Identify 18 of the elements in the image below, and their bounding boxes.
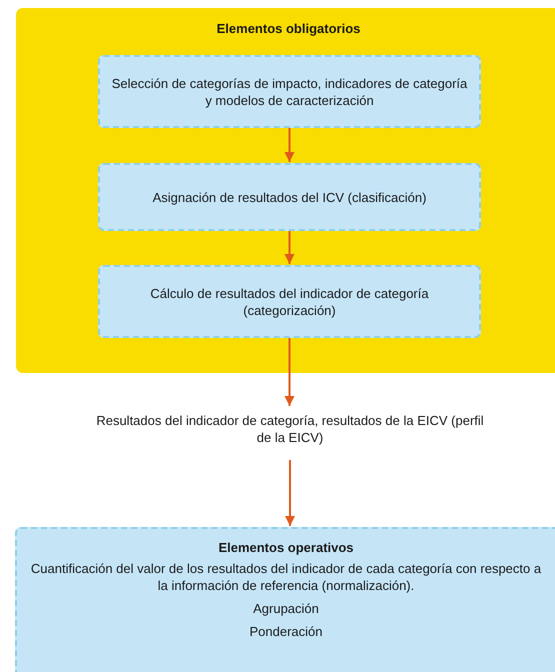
process-box <box>98 265 481 338</box>
result-text: Resultados del indicador de categoría, resultados de la EICV (perfil de la EICV) <box>95 412 485 446</box>
arrow <box>284 231 294 264</box>
process-box <box>98 55 481 128</box>
box-text: Agrupación <box>252 600 320 617</box>
group-panel <box>16 8 555 373</box>
box-text: Cuantificación del valor de los resultados del indicador de cada categoría con respecto a la información de referencia (normalización). <box>30 560 542 594</box>
heading: Elementos operativos <box>217 539 355 556</box>
heading: Elementos obligatorios <box>216 20 362 37</box>
arrow <box>284 338 294 406</box>
arrow <box>285 460 295 526</box>
box-text: Cálculo de resultados del indicador de categoría (categorización) <box>149 284 430 318</box>
box-text: Asignación de resultados del ICV (clasificación) <box>152 188 428 206</box>
process-box <box>98 163 481 231</box>
box-text: Ponderación <box>248 623 324 640</box>
arrow <box>284 128 294 162</box>
process-box <box>15 527 555 672</box>
box-text: Selección de categorías de impacto, indicadores de categoría y modelos de caracterización <box>110 74 468 108</box>
